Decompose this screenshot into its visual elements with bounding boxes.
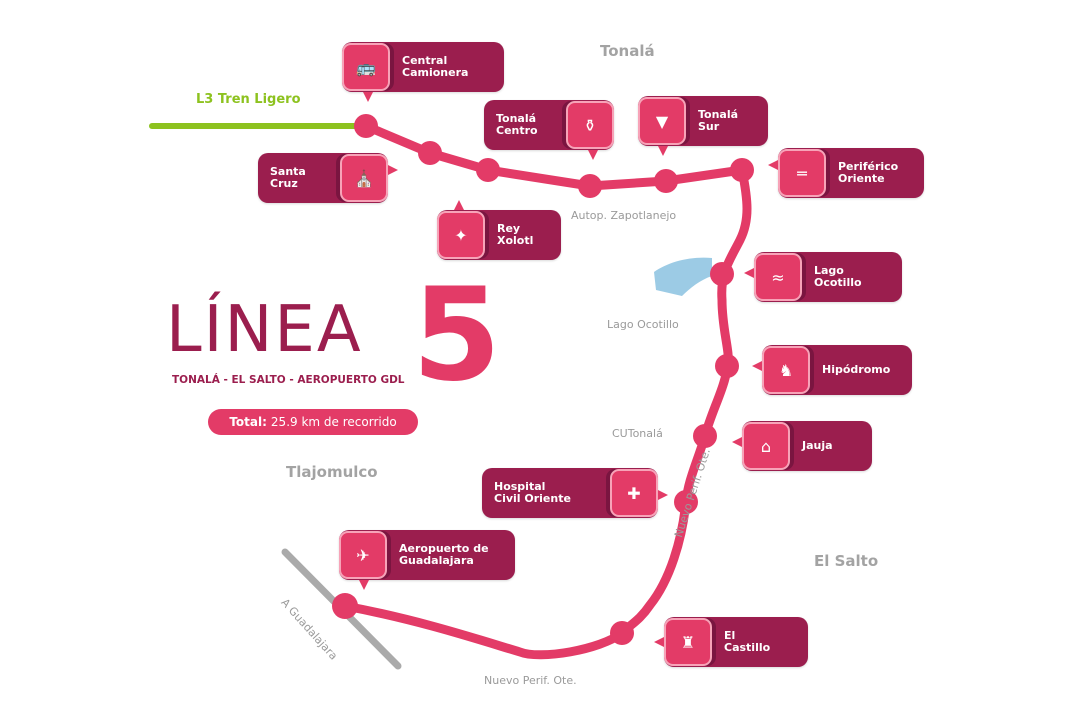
horse-icon: ♞	[762, 346, 810, 394]
pointer	[363, 92, 373, 102]
pointer	[752, 361, 762, 371]
station-lago-ocotillo[interactable]: ≈ Lago Ocotillo	[744, 252, 902, 302]
station-label: Rey Xolotl	[497, 222, 534, 247]
station-santa-cruz[interactable]: Santa Cruz ⛪	[258, 153, 398, 203]
pointer	[359, 580, 369, 590]
station-periferico-oriente[interactable]: ═ Periférico Oriente	[768, 148, 924, 198]
dog-icon: ✦	[437, 211, 485, 259]
pointer	[658, 490, 668, 500]
total-distance-badge: Total: 25.9 km de recorrido	[208, 409, 418, 435]
station-label: El Castillo	[724, 629, 771, 654]
station-label: Tonalá Sur	[698, 108, 739, 133]
pointer	[744, 268, 754, 278]
station-tonala-centro[interactable]: Tonalá Centro ⚱	[484, 100, 614, 160]
station-el-castillo[interactable]: ♜ El Castillo	[654, 617, 808, 667]
station-label: Santa Cruz	[270, 165, 306, 190]
line-title: LÍNEA	[166, 293, 363, 367]
station-central-camionera[interactable]: 🚌 Central Camionera	[342, 42, 504, 102]
area-tlajomulco: Tlajomulco	[286, 463, 378, 481]
lake-icon: ≈	[754, 253, 802, 301]
houses-icon: ⌂	[742, 422, 790, 470]
airplane-icon: ✈	[339, 531, 387, 579]
lake-ocotillo	[654, 257, 712, 296]
area-tonala: Tonalá	[600, 42, 655, 60]
pointer	[658, 146, 668, 156]
station-tonala-sur[interactable]: ▼ Tonalá Sur	[638, 96, 768, 156]
station-label: Hospital Civil Oriente	[494, 480, 571, 505]
pointer	[654, 637, 664, 647]
road-autop-zapotlanejo: Autop. Zapotlanejo	[571, 209, 677, 222]
road-icon: ═	[778, 149, 826, 197]
road-cutonala: CUTonalá	[612, 427, 663, 440]
pottery-icon: ⚱	[566, 101, 614, 149]
arrow-icon: ▼	[638, 97, 686, 145]
road-nuevo-perif-bottom: Nuevo Perif. Ote.	[484, 674, 577, 687]
line-number: 5	[412, 261, 502, 410]
bus-icon: 🚌	[342, 43, 390, 91]
pointer	[388, 165, 398, 175]
area-el-salto: El Salto	[814, 552, 879, 570]
pointer	[768, 160, 778, 170]
station-dots	[332, 114, 754, 645]
station-rey-xolotl[interactable]: ✦ Rey Xolotl	[437, 200, 561, 260]
total-label: Total:	[229, 415, 267, 429]
station-hipodromo[interactable]: ♞ Hipódromo	[752, 345, 912, 395]
church-icon: ⛪	[340, 154, 388, 202]
station-label: Periférico Oriente	[838, 160, 899, 185]
station-label: Tonalá Centro	[496, 112, 538, 137]
station-label: Aeropuerto de Guadalajara	[399, 542, 489, 567]
line-subtitle: TONALÁ - EL SALTO - AEROPUERTO GDL	[172, 374, 405, 386]
hospital-icon: ✚	[610, 469, 658, 517]
station-label: Hipódromo	[822, 363, 891, 376]
castle-icon: ♜	[664, 618, 712, 666]
line-5-route	[340, 121, 752, 660]
l3-tren-ligero-label: L3 Tren Ligero	[196, 92, 301, 107]
total-value: 25.9 km de recorrido	[270, 415, 397, 429]
road-lago-ocotillo: Lago Ocotillo	[607, 318, 679, 331]
pointer	[588, 150, 598, 160]
pointer	[454, 200, 464, 210]
station-aeropuerto-guadalajara[interactable]: ✈ Aeropuerto de Guadalajara	[339, 530, 515, 590]
station-hospital-civil-oriente[interactable]: Hospital Civil Oriente ✚	[482, 468, 668, 518]
station-label: Lago Ocotillo	[814, 264, 862, 289]
station-label: Central Camionera	[402, 54, 469, 79]
station-jauja[interactable]: ⌂ Jauja	[732, 421, 872, 471]
pointer	[732, 437, 742, 447]
station-label: Jauja	[802, 439, 833, 452]
